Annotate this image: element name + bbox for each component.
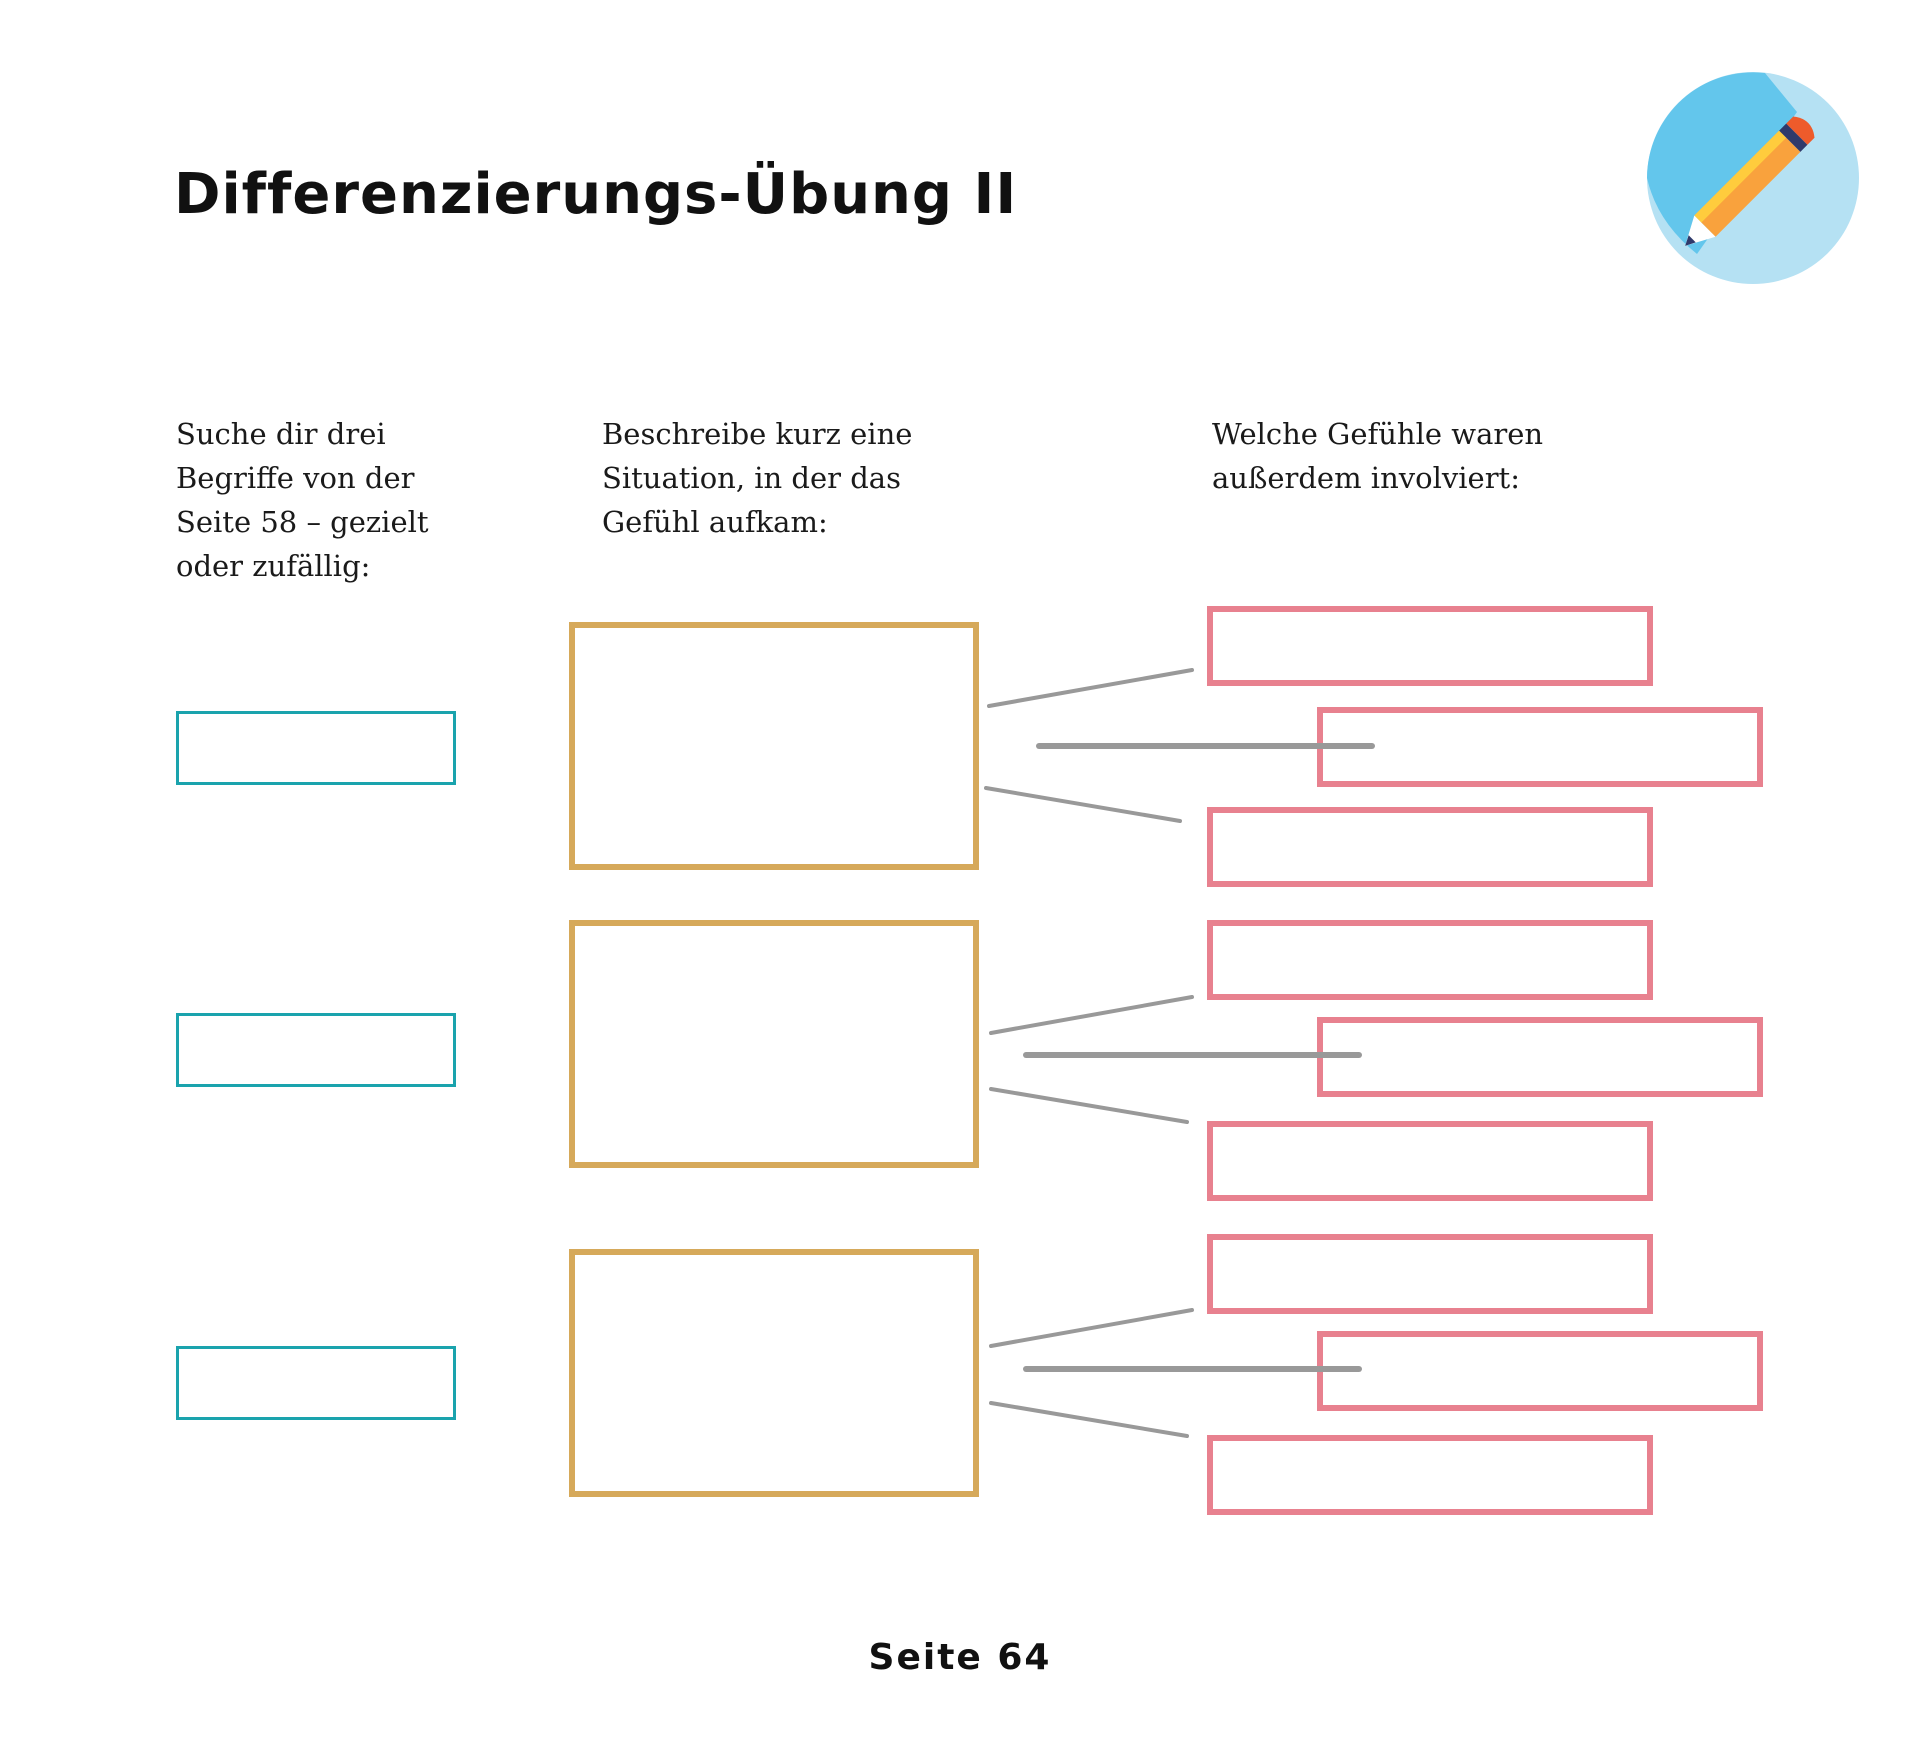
instruction-situation: Beschreibe kurz eine Situation, in der d… (602, 417, 913, 539)
feeling-box-3b[interactable] (1317, 1331, 1763, 1411)
situation-box-3[interactable] (569, 1249, 979, 1497)
feeling-box-2b[interactable] (1317, 1017, 1763, 1097)
feeling-box-3c[interactable] (1207, 1435, 1653, 1515)
feeling-box-3a[interactable] (1207, 1234, 1653, 1314)
situation-box-2[interactable] (569, 920, 979, 1168)
situation-box-1[interactable] (569, 622, 979, 870)
instruction-terms: Suche dir drei Begriffe von der Seite 58… (176, 417, 429, 583)
connector-line (989, 995, 1194, 1035)
connector-line (989, 1087, 1189, 1124)
term-box-2[interactable] (176, 1013, 456, 1087)
page-number: Seite 64 (868, 1637, 1052, 1678)
feeling-box-1a[interactable] (1207, 606, 1653, 686)
feeling-box-1b[interactable] (1317, 707, 1763, 787)
connector-line (989, 1308, 1194, 1348)
term-box-3[interactable] (176, 1346, 456, 1420)
connector-line (987, 668, 1194, 708)
feeling-box-2c[interactable] (1207, 1121, 1653, 1201)
connector-line (984, 786, 1182, 823)
connector-line (989, 1401, 1189, 1438)
feeling-box-2a[interactable] (1207, 920, 1653, 1000)
feeling-box-1c[interactable] (1207, 807, 1653, 887)
instruction-feelings: Welche Gefühle waren außerdem involviert… (1212, 417, 1544, 495)
term-box-1[interactable] (176, 711, 456, 785)
page-title: Differenzierungs-Übung II (174, 162, 1018, 227)
pencil-icon (1647, 72, 1859, 284)
